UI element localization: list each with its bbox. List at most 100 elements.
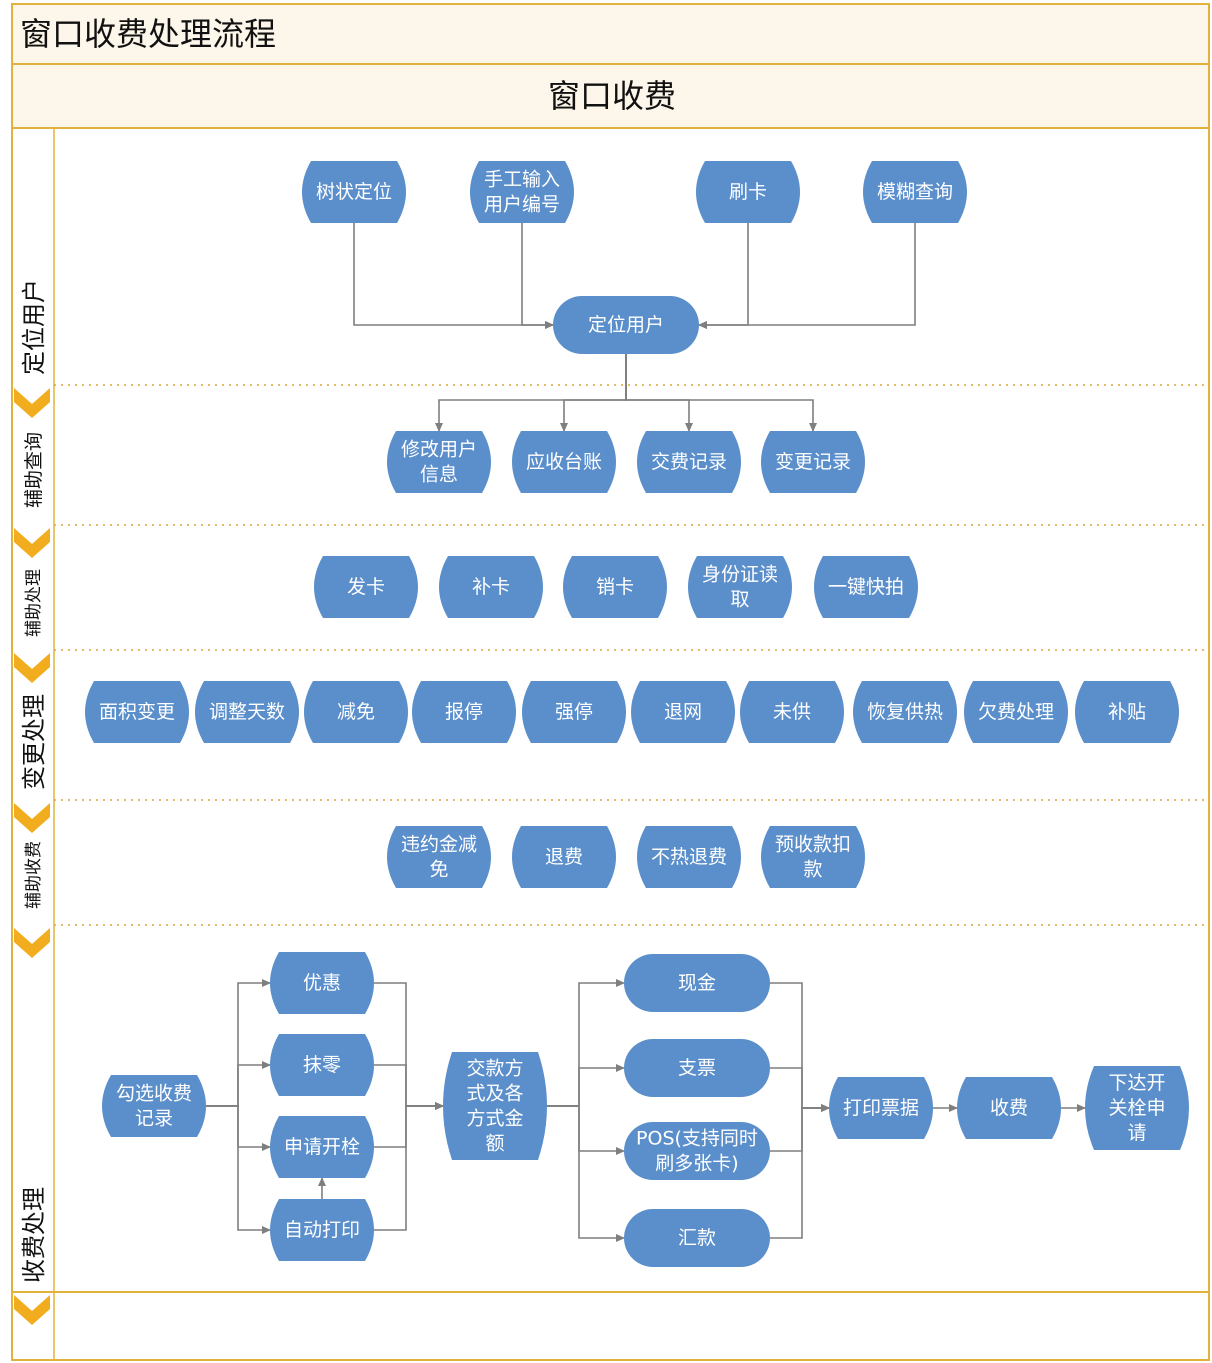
node-label-id_read: 身份证读 xyxy=(702,564,778,586)
node-shape-subsidy xyxy=(1075,681,1179,743)
connector-line xyxy=(353,223,554,329)
connector-line xyxy=(625,354,817,432)
node-shape-auto_print xyxy=(270,1199,374,1261)
node-shape-locate_user xyxy=(553,296,699,354)
node-label-apply_valve: 申请开栓 xyxy=(284,1136,360,1158)
node-label-manual: 用户编号 xyxy=(484,194,560,216)
lane-chevron-icon xyxy=(14,928,50,958)
node-shape-ledger xyxy=(512,431,616,493)
node-label-issue_valve: 请 xyxy=(1127,1122,1146,1144)
node-label-issue_card: 发卡 xyxy=(347,576,385,598)
node-label-pos: POS(支持同时 xyxy=(636,1128,758,1150)
node-shape-round_off xyxy=(270,1034,374,1096)
node-label-pay_record: 交费记录 xyxy=(651,451,727,473)
node-shape-change_record xyxy=(761,431,865,493)
node-label-manual: 手工输入 xyxy=(484,169,560,191)
node-label-relief: 减免 xyxy=(337,701,375,723)
node-label-cheque: 支票 xyxy=(678,1057,716,1079)
node-label-select_records: 记录 xyxy=(135,1108,173,1130)
node-label-fuzzy: 模糊查询 xyxy=(877,181,953,203)
node-shape-issue_card xyxy=(314,556,418,618)
node-label-area_change: 面积变更 xyxy=(99,701,175,723)
process-nodes: 树状定位手工输入用户编号刷卡模糊查询定位用户修改用户信息应收台账交费记录变更记录… xyxy=(85,161,1189,1267)
node-shape-pay_record xyxy=(637,431,741,493)
node-shape-issue_valve xyxy=(1085,1066,1189,1150)
lane-chevron-icon xyxy=(14,1295,50,1325)
node-label-force_stop: 强停 xyxy=(555,701,593,723)
node-label-leave_net: 退网 xyxy=(664,701,702,723)
node-shape-tree xyxy=(302,161,406,223)
node-label-subsidy: 补贴 xyxy=(1108,701,1146,723)
lane-label-query: 辅助查询 xyxy=(23,432,45,508)
node-shape-arrears xyxy=(964,681,1068,743)
node-label-pay_method: 额 xyxy=(485,1133,504,1155)
connector-line xyxy=(206,1105,271,1234)
node-shape-cheque xyxy=(624,1039,770,1097)
node-label-prepay_deduct: 预收款扣 xyxy=(775,834,851,856)
connector-line xyxy=(547,1105,625,1242)
lane-label-change: 变更处理 xyxy=(20,694,48,790)
pool-title: 窗口收费 xyxy=(548,77,676,115)
node-shape-apply_valve xyxy=(270,1116,374,1178)
node-label-print_receipt: 打印票据 xyxy=(843,1097,919,1119)
node-shape-noheat_refund xyxy=(637,826,741,888)
node-shape-swipe xyxy=(696,161,800,223)
lane-chevron-icon xyxy=(14,803,50,833)
node-label-ledger: 应收台账 xyxy=(526,451,602,473)
node-shape-discount xyxy=(270,952,374,1014)
node-label-snap: 一键快拍 xyxy=(828,576,904,598)
node-shape-leave_net xyxy=(631,681,735,743)
node-shape-id_read xyxy=(688,556,792,618)
node-label-discount: 优惠 xyxy=(303,972,341,994)
node-shape-reissue_card xyxy=(439,556,543,618)
node-label-reissue_card: 补卡 xyxy=(472,576,510,598)
node-shape-select_records xyxy=(102,1075,206,1137)
node-shape-refund xyxy=(512,826,616,888)
node-shape-not_supplied xyxy=(740,681,844,743)
node-label-refund: 退费 xyxy=(545,846,583,868)
node-label-penalty_relief: 免 xyxy=(429,859,448,881)
node-shape-modify_info xyxy=(387,431,491,493)
node-label-penalty_relief: 违约金减 xyxy=(401,834,477,856)
node-label-cancel_card: 销卡 xyxy=(596,576,634,598)
node-label-issue_valve: 下达开 xyxy=(1108,1072,1165,1094)
node-label-pay_method: 式及各 xyxy=(466,1083,523,1105)
node-label-pay_method: 交款方 xyxy=(466,1058,523,1080)
node-shape-cancel_card xyxy=(563,556,667,618)
node-shape-relief xyxy=(304,681,408,743)
node-shape-pay_method xyxy=(443,1052,547,1160)
lane-chevron-icon xyxy=(14,388,50,418)
node-label-remit: 汇款 xyxy=(678,1227,716,1249)
title-bar xyxy=(11,3,1210,65)
node-shape-area_change xyxy=(85,681,189,743)
node-label-tree: 树状定位 xyxy=(316,181,392,203)
node-label-swipe: 刷卡 xyxy=(729,181,767,203)
node-shape-adjust_days xyxy=(195,681,299,743)
node-shape-prepay_deduct xyxy=(761,826,865,888)
node-shape-cash xyxy=(624,954,770,1012)
lane-label-assist: 辅助处理 xyxy=(24,569,44,637)
node-label-change_record: 变更记录 xyxy=(775,451,851,473)
node-shape-manual xyxy=(470,161,574,223)
pool-header xyxy=(11,63,1210,129)
node-label-resume: 恢复供热 xyxy=(867,701,943,723)
node-shape-pos xyxy=(624,1122,770,1180)
node-label-prepay_deduct: 款 xyxy=(803,859,822,881)
connector-line xyxy=(770,1104,830,1239)
node-shape-fuzzy xyxy=(863,161,967,223)
node-shape-resume xyxy=(853,681,957,743)
node-label-cash: 现金 xyxy=(678,972,716,994)
node-shape-print_receipt xyxy=(829,1077,933,1139)
node-shape-force_stop xyxy=(522,681,626,743)
node-shape-snap xyxy=(814,556,918,618)
node-label-locate_user: 定位用户 xyxy=(588,314,664,336)
node-label-pay_method: 方式金 xyxy=(466,1108,523,1130)
connector-line xyxy=(374,1102,444,1231)
node-label-pos: 刷多张卡) xyxy=(655,1153,738,1175)
node-shape-report_stop xyxy=(412,681,516,743)
node-shape-remit xyxy=(624,1209,770,1267)
node-label-noheat_refund: 不热退费 xyxy=(651,846,727,868)
node-label-arrears: 欠费处理 xyxy=(978,701,1054,723)
lane-chevron-icon xyxy=(14,528,50,558)
